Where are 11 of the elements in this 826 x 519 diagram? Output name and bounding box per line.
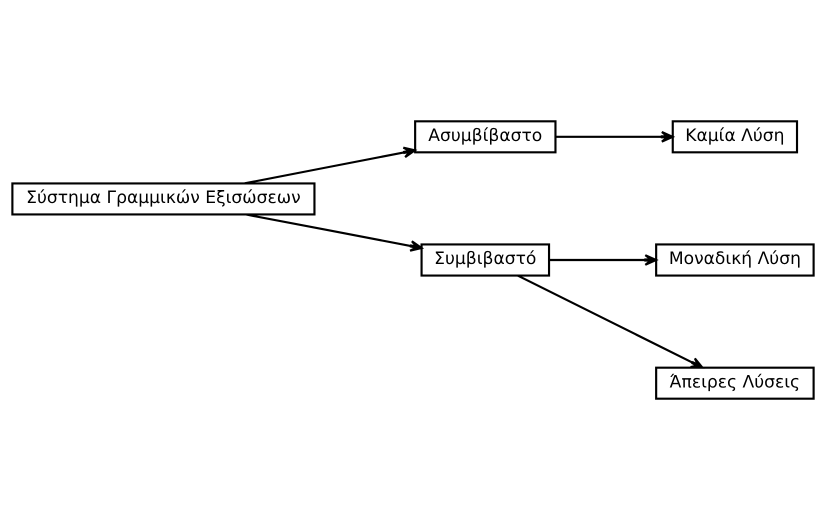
node-box: Καμία Λύση — [672, 120, 798, 153]
arrow — [244, 146, 416, 184]
arrow — [246, 212, 423, 252]
node-box: Μοναδική Λύση — [655, 242, 815, 276]
node-box: Συμβιβαστό — [420, 242, 550, 276]
node-box: Ασυμβίβαστο — [414, 120, 557, 153]
arrow — [556, 130, 674, 142]
arrow — [517, 274, 704, 368]
node-box: Άπειρες Λύσεις — [655, 366, 815, 400]
arrow — [549, 254, 658, 266]
node-box: Σύστημα Γραμμικών Εξισώσεων — [11, 182, 316, 216]
